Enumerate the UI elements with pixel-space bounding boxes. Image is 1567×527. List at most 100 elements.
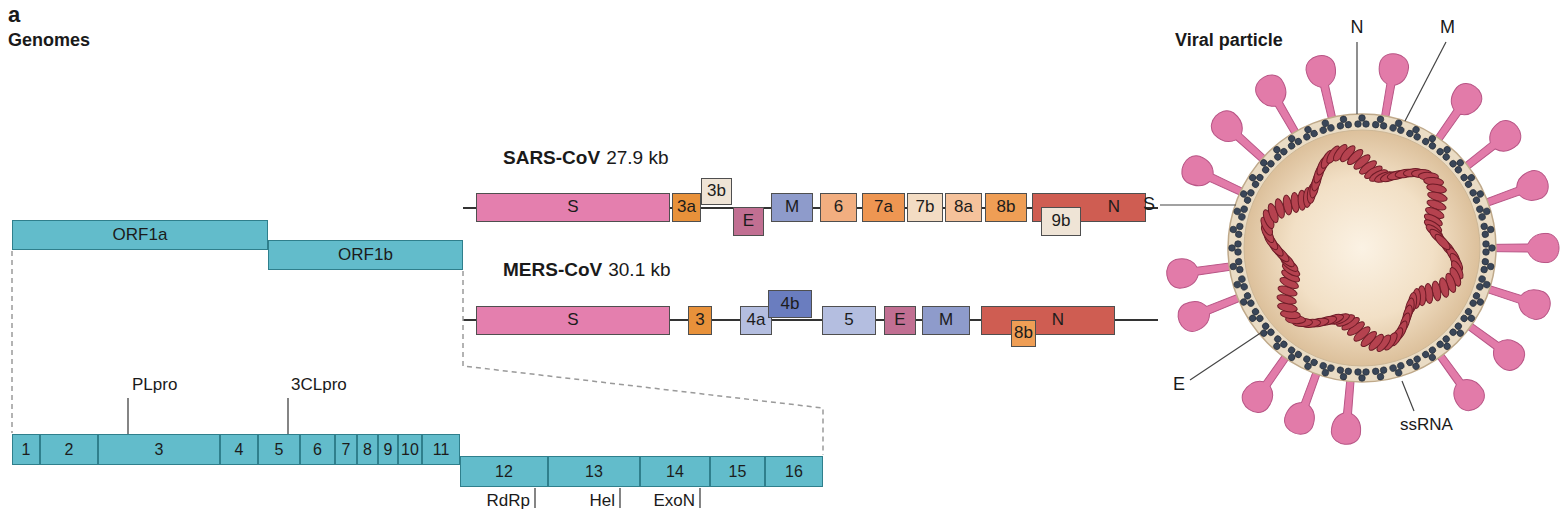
node-text: ORF1b [338,246,393,265]
component-label: S [1143,194,1155,215]
node-text: 7a [874,198,893,217]
protein-dot [1272,145,1281,154]
domain-tick [127,398,128,434]
node-text: 10 [401,441,419,459]
membrane-protein [1336,366,1352,381]
protein-dot [1255,173,1264,182]
node-text: 3 [695,311,704,330]
protein-dot [1428,346,1437,355]
membrane-protein [1232,275,1248,293]
protein-dot [1395,119,1403,127]
membrane-protein [1372,366,1388,381]
membrane-protein [1421,132,1440,150]
protein-dot [1377,116,1384,123]
domain-tick [287,398,288,434]
protein-dot [1476,298,1485,307]
leader-line [1405,42,1446,121]
membrane-protein [1460,170,1478,189]
node-text: M [939,311,953,330]
protein-dot [1489,245,1496,252]
component-label: E [1173,374,1185,395]
protein-dot [1266,159,1275,168]
envelope [1228,114,1496,382]
protein-dot [1480,266,1487,273]
node-text: 7 [342,441,351,459]
node-text: 9b [1052,212,1071,231]
membrane-protein [1256,322,1275,341]
protein-dot [1456,328,1465,337]
membrane-protein [1256,155,1275,174]
membrane-protein [1406,355,1425,373]
protein-dot [1240,283,1248,291]
membrane-protein [1480,258,1495,274]
protein-dot [1487,263,1494,270]
protein-dot [1236,266,1243,273]
protein-dot [1363,369,1370,376]
node-text: 5 [844,311,853,330]
membrane-protein [1229,241,1242,256]
protein-dot [1467,314,1476,323]
protein-dot [1483,281,1491,289]
node-text: 8a [954,198,973,217]
gene-box: E [733,207,764,236]
domain-label: ExoN [653,491,695,511]
protein-dot [1340,373,1347,380]
protein-dot [1467,173,1476,182]
component-label: ssRNA [1400,415,1453,435]
protein-dot [1397,126,1405,134]
nsp-segment: 3 [98,434,220,465]
protein-dot [1397,362,1405,370]
nsp-segment: 5 [258,434,300,465]
protein-dot [1469,188,1478,197]
protein-dot [1239,298,1248,307]
gene-box: 7a [862,193,905,222]
protein-dot [1413,355,1422,364]
membrane-protein [1389,362,1407,378]
nsp-segment: 7 [335,434,357,465]
rna-turn [1433,232,1453,252]
node-text: 13 [585,463,603,481]
protein-dot [1469,299,1478,308]
node-text: 3a [677,198,696,217]
protein-dot [1321,119,1329,127]
node-text: M [785,198,799,217]
membrane-protein [1480,222,1495,238]
leader-line [1160,204,1236,205]
viral-particle [1165,51,1559,445]
gene-box: S [476,306,670,335]
membrane-protein [1246,170,1264,189]
gene-box: S [476,193,670,222]
panel-letter: a [8,2,20,27]
protein-dot [1460,173,1469,182]
nsp-segment: 15 [710,456,765,487]
domain-label: Hel [589,491,615,511]
protein-dot [1261,322,1270,331]
membrane-protein [1448,155,1467,174]
protein-dot [1321,369,1329,377]
gene-box: 8b [1011,320,1036,347]
membrane-protein [1232,203,1248,221]
membrane-protein [1469,292,1487,311]
gene-box: 8b [985,193,1027,222]
node-text: E [894,311,905,330]
membrane-protein [1355,115,1370,128]
gene-box: E [884,306,916,335]
node-text: 6 [313,441,322,459]
gene-box: 7b [907,193,943,222]
panel-heading: Viral particle [1175,30,1283,51]
protein-dot [1442,145,1451,154]
node-text: 9 [384,441,393,459]
protein-dot [1259,158,1268,167]
spike-group [1165,51,1559,445]
protein-dot [1428,141,1437,150]
node-text: 4 [235,441,244,459]
spike-protein [1419,78,1487,158]
protein-dot [1304,125,1313,134]
membrane-protein [1476,203,1492,221]
protein-dot [1359,115,1366,122]
protein-dot [1476,190,1485,199]
gene-box: 5 [822,306,876,335]
spike-protein [1421,337,1490,416]
protein-dot [1359,375,1366,382]
